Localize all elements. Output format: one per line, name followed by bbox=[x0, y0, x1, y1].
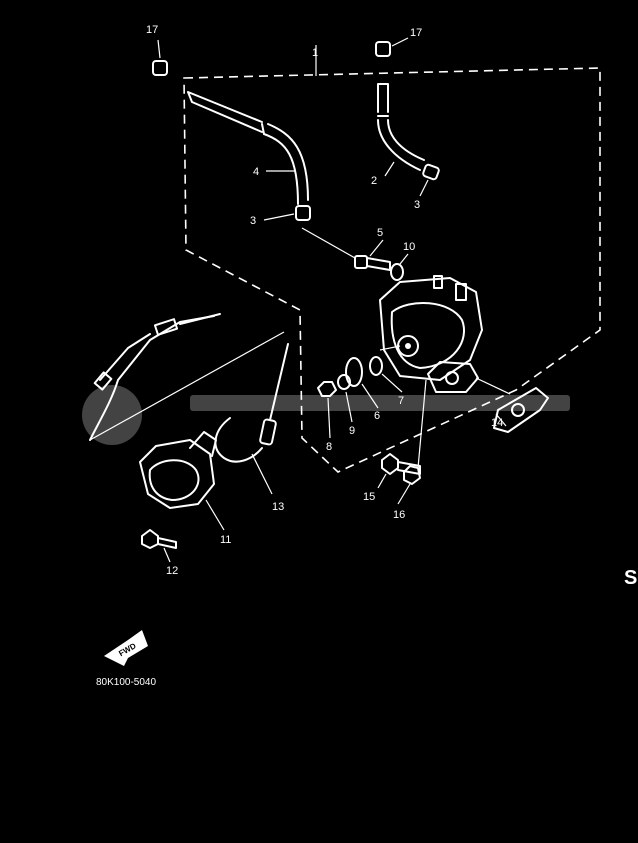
callout-14: 14 bbox=[491, 417, 503, 429]
callout-8: 8 bbox=[326, 441, 332, 453]
gasket-leader bbox=[475, 377, 511, 395]
throttle-cable bbox=[89, 313, 285, 441]
fuel-route-line bbox=[301, 227, 356, 259]
bolt-15 bbox=[381, 453, 421, 475]
washer-10 bbox=[390, 263, 404, 281]
bolt-axis-line bbox=[417, 379, 427, 469]
callout-10: 10 bbox=[403, 241, 415, 253]
callout-3a: 3 bbox=[250, 215, 256, 227]
hose-clamp-3-right bbox=[422, 163, 440, 181]
nut-16 bbox=[403, 465, 421, 485]
callout-6: 6 bbox=[374, 410, 380, 422]
callout-9: 9 bbox=[349, 425, 355, 437]
bolt-5 bbox=[354, 255, 391, 271]
callout-17a: 17 bbox=[146, 24, 158, 36]
callout-5: 5 bbox=[377, 227, 383, 239]
callout-12: 12 bbox=[166, 565, 178, 577]
callout-3b: 3 bbox=[414, 199, 420, 211]
clip-17-left bbox=[152, 39, 168, 76]
diagram-code: 80K100-5040 bbox=[96, 677, 156, 688]
watermark-logo bbox=[82, 385, 570, 445]
callout-15: 15 bbox=[363, 491, 375, 503]
callout-13: 13 bbox=[272, 501, 284, 513]
callout-2: 2 bbox=[371, 175, 377, 187]
callout-11: 11 bbox=[220, 534, 231, 546]
pump-cable-13 bbox=[214, 343, 289, 495]
callout-16: 16 bbox=[393, 509, 405, 521]
callout-4: 4 bbox=[253, 166, 259, 178]
callout-1: 1 bbox=[312, 47, 318, 59]
forward-arrow: FWD bbox=[104, 630, 148, 666]
clip-17-right bbox=[375, 37, 409, 57]
pump-cover-11 bbox=[139, 431, 225, 531]
hose-clamp-3-left bbox=[295, 205, 311, 221]
nut-8 bbox=[317, 381, 337, 397]
callout-7: 7 bbox=[398, 395, 404, 407]
diaphragm-6 bbox=[345, 357, 363, 387]
fuel-pump-body bbox=[379, 275, 483, 393]
fuel-hose-4 bbox=[187, 91, 309, 205]
screw-12 bbox=[141, 529, 177, 563]
callout-labels: 1 2 3 3 4 5 6 7 8 9 10 11 12 13 14 15 16… bbox=[146, 24, 503, 577]
edge-glyph-s: S bbox=[624, 567, 638, 589]
callout-17b: 17 bbox=[410, 27, 422, 39]
callout-leaders bbox=[263, 161, 507, 505]
assembly-boundary bbox=[183, 67, 601, 473]
washer-9 bbox=[337, 374, 351, 390]
washer-7 bbox=[369, 356, 383, 376]
fuel-hose-2 bbox=[377, 83, 425, 171]
gasket-14 bbox=[493, 387, 549, 433]
